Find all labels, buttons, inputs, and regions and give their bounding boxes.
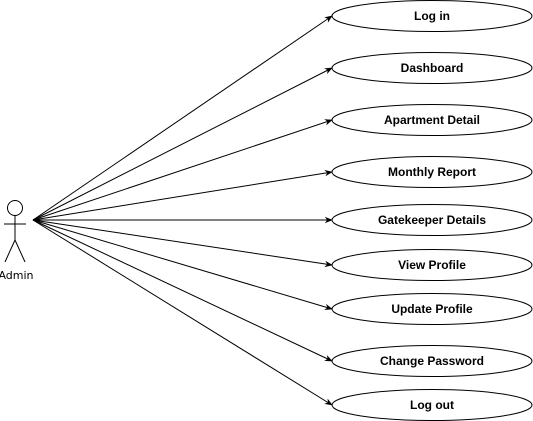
- association-log-out: [32, 219, 333, 406]
- use-case-ellipse: [331, 249, 533, 281]
- actor-admin[interactable]: Admin: [0, 200, 34, 283]
- use-case-ellipse: [331, 104, 533, 136]
- use-case-label: Update Profile: [391, 302, 473, 316]
- association-view-profile: [32, 219, 333, 268]
- actor-label: Admin: [0, 269, 34, 282]
- use-case-label: Dashboard: [401, 61, 464, 75]
- association-log-in: [32, 15, 333, 221]
- use-case-ellipse: [331, 293, 533, 325]
- actor-right-leg: [14, 239, 26, 263]
- use-case-label: Log out: [410, 398, 454, 412]
- use-case-log-in[interactable]: Log in: [331, 0, 533, 32]
- use-case-label: Gatekeeper Details: [378, 213, 486, 227]
- use-case-update-profile[interactable]: Update Profile: [331, 293, 533, 325]
- use-case-label: View Profile: [398, 258, 466, 272]
- association-monthly-report: [32, 169, 333, 221]
- association-dashboard: [32, 67, 333, 221]
- association-update-profile: [32, 219, 333, 311]
- use-case-label: Apartment Detail: [384, 113, 480, 127]
- associations: [32, 15, 333, 406]
- use-case-ellipse: [331, 345, 533, 377]
- actor-left-leg: [4, 239, 16, 263]
- use-case-label: Monthly Report: [388, 165, 476, 179]
- association-apartment-detail: [32, 119, 333, 221]
- use-case-change-password[interactable]: Change Password: [331, 345, 533, 377]
- use-case-gatekeeper-details[interactable]: Gatekeeper Details: [331, 204, 533, 236]
- use-case-label: Change Password: [380, 354, 484, 368]
- use-case-ellipse: [331, 52, 533, 84]
- use-case-apartment-detail[interactable]: Apartment Detail: [331, 104, 533, 136]
- actor-head: [7, 200, 23, 216]
- use-case-log-out[interactable]: Log out: [331, 389, 533, 421]
- use-case-dashboard[interactable]: Dashboard: [331, 52, 533, 84]
- use-case-ellipse: [331, 156, 533, 188]
- association-change-password: [32, 219, 333, 362]
- use-case-monthly-report[interactable]: Monthly Report: [331, 156, 533, 188]
- use-case-label: Log in: [414, 9, 450, 23]
- use-case-ellipse: [331, 0, 533, 32]
- use-case-ellipse: [331, 204, 533, 236]
- use-case-view-profile[interactable]: View Profile: [331, 249, 533, 281]
